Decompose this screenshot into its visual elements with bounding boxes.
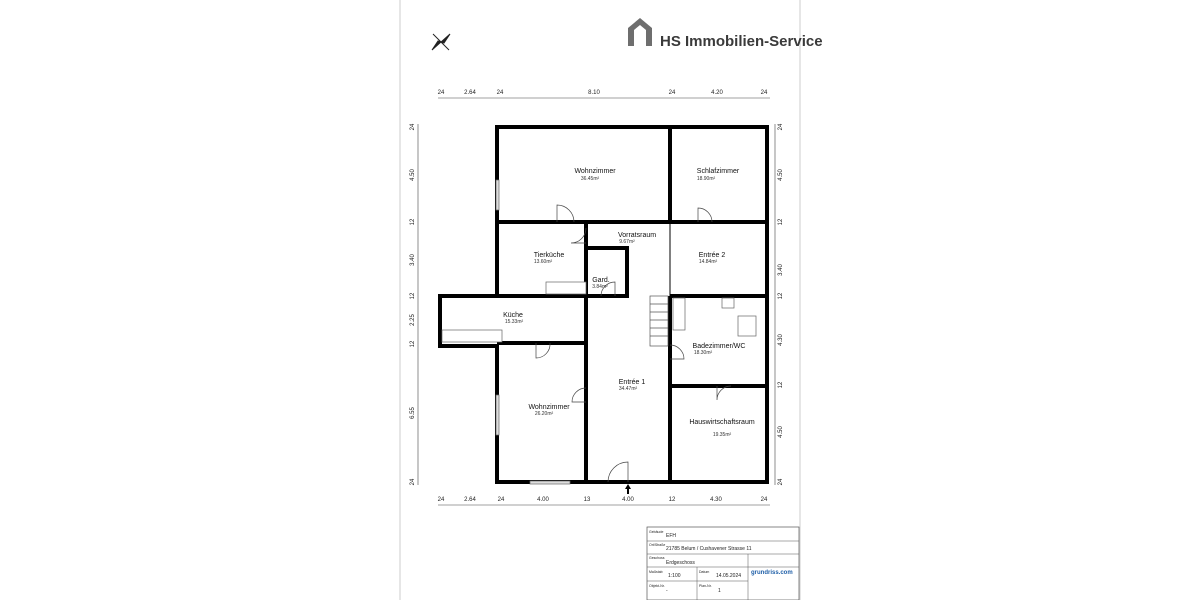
dimension-top-2: 24 xyxy=(497,90,504,96)
entrance-arrow-icon xyxy=(625,484,631,494)
dimension-right-3: 3.40 xyxy=(778,264,784,276)
dimension-top-4: 24 xyxy=(669,90,676,96)
dimension-left-8: 24 xyxy=(410,478,416,485)
svg-text:Badezimmer/WC: Badezimmer/WC xyxy=(693,343,746,350)
room-entree-1: Entrée 134.47m² xyxy=(619,379,646,392)
compass-icon xyxy=(431,33,451,51)
dimension-bottom-7: 4.30 xyxy=(710,497,722,503)
dimension-bottom-5: 4.00 xyxy=(622,497,634,503)
dimension-top-5: 4.20 xyxy=(711,90,723,96)
scale: 1:100 xyxy=(668,573,681,579)
object-number: - xyxy=(666,588,668,594)
svg-text:18.90m²: 18.90m² xyxy=(697,176,716,182)
dimension-right-8: 24 xyxy=(778,478,784,485)
dimension-bottom-8: 24 xyxy=(761,497,768,503)
dimension-right-2: 12 xyxy=(778,218,784,225)
dimension-bottom-4: 13 xyxy=(584,497,591,503)
logo: HS Immobilien-Service xyxy=(628,18,823,50)
svg-text:Hauswirtschaftsraum: Hauswirtschaftsraum xyxy=(689,419,755,426)
plan-number: 1 xyxy=(718,588,721,594)
dimension-lines xyxy=(417,97,776,506)
dimension-top-0: 24 xyxy=(438,90,445,96)
room-hauswirtschaftsraum: Hauswirtschaftsraum 19.35m² xyxy=(689,419,755,438)
svg-text:Plan-Nr.: Plan-Nr. xyxy=(699,584,712,588)
address: 21785 Belum / Cushavener Strasse 11 xyxy=(666,546,752,552)
dimension-left-7: 6.55 xyxy=(410,407,416,419)
svg-text:Objekt-Nr.: Objekt-Nr. xyxy=(649,584,665,588)
floor: Erdgeschoss xyxy=(666,560,695,566)
fixtures xyxy=(441,179,757,485)
svg-text:13.60m²: 13.60m² xyxy=(534,259,553,265)
dimension-left-1: 4.50 xyxy=(410,169,416,181)
dimension-right-1: 4.50 xyxy=(778,169,784,181)
svg-text:19.35m²: 19.35m² xyxy=(713,432,732,438)
dimension-right-5: 4.30 xyxy=(778,334,784,346)
dimension-left-2: 12 xyxy=(410,218,416,225)
room-gard: Gard.3.84m² xyxy=(592,277,610,290)
svg-text:Wohnzimmer: Wohnzimmer xyxy=(574,168,616,175)
building-type: EFH xyxy=(666,533,676,539)
svg-text:Gebäude: Gebäude xyxy=(649,530,663,534)
dimension-labels: 24 2.64 24 8.10 24 4.20 24 24 2.64 24 4.00 13 4.00 12… xyxy=(410,90,784,503)
room-entree-2: Entrée 214.84m² xyxy=(699,252,726,265)
dimension-right-0: 24 xyxy=(778,123,784,130)
svg-text:9.67m²: 9.67m² xyxy=(619,239,635,245)
svg-text:18.30m²: 18.30m² xyxy=(694,350,713,356)
svg-text:Maßstab: Maßstab xyxy=(649,570,663,574)
svg-text:3.84m²: 3.84m² xyxy=(592,284,608,290)
dimension-left-0: 24 xyxy=(410,123,416,130)
svg-text:Küche: Küche xyxy=(503,312,523,319)
svg-text:36.45m²: 36.45m² xyxy=(581,176,600,182)
svg-text:Geschoss: Geschoss xyxy=(649,556,665,560)
svg-text:Gard.: Gard. xyxy=(592,277,610,284)
dimension-bottom-1: 2.64 xyxy=(464,497,476,503)
svg-text:14.84m²: 14.84m² xyxy=(699,259,718,265)
dimension-left-6: 12 xyxy=(410,340,416,347)
brand-logo: grundriss.com xyxy=(751,570,793,576)
dimension-bottom-6: 12 xyxy=(669,497,676,503)
dimension-top-1: 2.64 xyxy=(464,90,476,96)
svg-text:Wohnzimmer: Wohnzimmer xyxy=(528,404,570,411)
svg-text:26.20m²: 26.20m² xyxy=(535,411,554,417)
dimension-top-3: 8.10 xyxy=(588,90,600,96)
svg-text:Vorratsraum: Vorratsraum xyxy=(618,232,656,239)
dimension-right-7: 4.50 xyxy=(778,426,784,438)
svg-text:Datum: Datum xyxy=(699,570,709,574)
stairs xyxy=(649,295,669,347)
date: 14.05.2024 xyxy=(716,573,741,579)
dimension-top-6: 24 xyxy=(761,90,768,96)
svg-text:Schlafzimmer: Schlafzimmer xyxy=(697,168,740,175)
doors xyxy=(535,204,732,483)
dimension-right-6: 12 xyxy=(778,381,784,388)
dimension-bottom-0: 24 xyxy=(438,497,445,503)
logo-text: HS Immobilien-Service xyxy=(660,33,823,50)
dimension-bottom-2: 24 xyxy=(498,497,505,503)
svg-text:Ort/Straße: Ort/Straße xyxy=(649,543,665,547)
dimension-bottom-3: 4.00 xyxy=(537,497,549,503)
walls xyxy=(438,125,769,484)
svg-text:Entrée 2: Entrée 2 xyxy=(699,252,726,259)
dimension-right-4: 12 xyxy=(778,292,784,299)
dimension-left-3: 3.40 xyxy=(410,254,416,266)
svg-text:34.47m²: 34.47m² xyxy=(619,386,638,392)
svg-text:15.33m²: 15.33m² xyxy=(505,319,524,325)
svg-text:Entrée 1: Entrée 1 xyxy=(619,379,646,386)
dimension-left-5: 2.25 xyxy=(410,314,416,326)
dimension-left-4: 12 xyxy=(410,292,416,299)
svg-text:Tierküche: Tierküche xyxy=(534,252,565,259)
